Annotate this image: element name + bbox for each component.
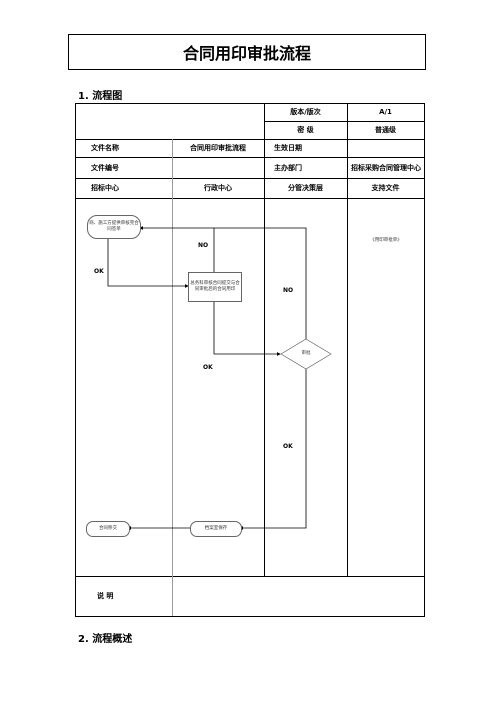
section-heading-flowchart: 1. 流程图 — [78, 91, 123, 102]
note-label: 说 明 — [97, 592, 114, 601]
start-node: 商、施工方提供审核完合同签单 — [87, 215, 141, 239]
lane-header-support: 支持文件 — [371, 184, 400, 193]
table-border-top — [75, 103, 425, 104]
review-node-label: 审批 — [301, 351, 311, 357]
archive-node: 档案室保存 — [190, 521, 242, 537]
arrow-no-back-to-start — [139, 226, 215, 272]
lane-header-bidding: 招标中心 — [91, 184, 119, 193]
grid-line — [75, 178, 425, 179]
version-value: A/1 — [379, 108, 392, 117]
note-divider — [172, 576, 173, 616]
arrow-review-to-archive — [239, 369, 307, 530]
label-no-stamp: NO — [198, 242, 209, 249]
lane-divider — [264, 103, 265, 576]
arrow-start-to-stamp — [107, 238, 189, 288]
label-ok-start: OK — [94, 268, 104, 275]
owner-dept-label: 主办部门 — [274, 163, 302, 172]
grid-line — [75, 157, 425, 158]
document-title: 合同用印审批流程 — [68, 34, 426, 70]
label-no-review: NO — [283, 287, 294, 294]
grid-line — [75, 139, 425, 140]
table-border-left — [75, 103, 76, 617]
table-border-bottom — [75, 616, 425, 617]
lane-header-admin: 行政中心 — [204, 184, 232, 193]
stamp-node: 总务科审核合同提交与合同审批后的合同用印 — [188, 272, 242, 302]
grid-line — [75, 198, 425, 199]
table-border-right — [424, 103, 425, 617]
lane-divider — [172, 139, 173, 576]
version-label: 版本/版次 — [290, 108, 321, 117]
lane-divider — [347, 103, 348, 576]
label-ok-review: OK — [283, 443, 293, 450]
effective-date-label: 生效日期 — [274, 144, 302, 153]
end-node: 合同移交 — [86, 521, 130, 537]
owner-dept-value: 招标采购合同管理中心 — [351, 163, 421, 172]
secret-label: 密 级 — [297, 126, 314, 135]
grid-line — [264, 121, 425, 122]
section-heading-overview: 2. 流程概述 — [78, 634, 133, 645]
secret-value: 普通级 — [375, 126, 396, 135]
lane-header-decision: 分管决策层 — [288, 184, 323, 193]
file-name-value: 合同用印审批流程 — [190, 144, 246, 153]
arrow-no-review-to-start — [214, 227, 307, 339]
file-number-label: 文件编号 — [91, 163, 119, 172]
file-name-label: 文件名称 — [91, 144, 119, 153]
support-document: 《用印审批单》 — [370, 238, 402, 244]
label-ok-stamp: OK — [203, 364, 213, 371]
grid-line — [75, 576, 425, 577]
arrow-stamp-to-review — [213, 300, 281, 356]
review-diamond — [280, 338, 332, 370]
note-value — [173, 577, 424, 616]
